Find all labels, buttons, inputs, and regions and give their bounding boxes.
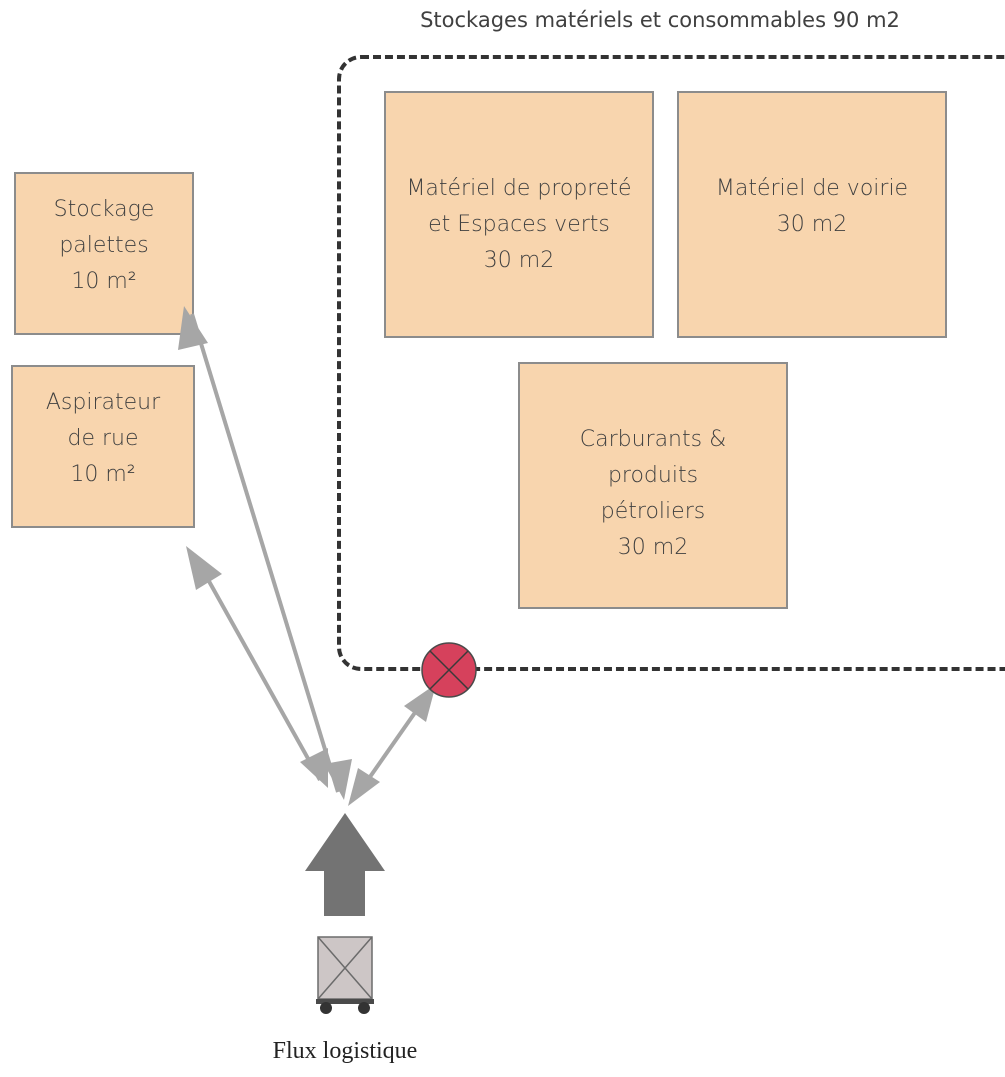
box-label-line: pétroliers [600, 499, 706, 524]
box-label-line: 30 m2 [617, 535, 689, 560]
flux-logistique-caption: Flux logistique [272, 1038, 418, 1064]
box-label-line: Carburants & [579, 427, 727, 452]
box-label-line: 30 m2 [483, 248, 555, 273]
box-label-line: 10 m² [70, 462, 136, 487]
storage-zone-border [337, 55, 1005, 671]
pallet-cart-icon [316, 936, 374, 1014]
main-flow-arrow [305, 813, 385, 916]
box-label-line: produits [607, 463, 699, 488]
flow-arrow-stockage-palettes [178, 306, 352, 800]
box-materiel-proprete: Matériel de propreté et Espaces verts 30… [384, 91, 654, 338]
box-label-line: 10 m² [71, 269, 137, 294]
box-label-line: de rue [67, 426, 139, 451]
box-label-line: et Espaces verts [428, 212, 610, 237]
box-carburants: Carburants & produits pétroliers 30 m2 [518, 362, 788, 609]
storage-zone-title: Stockages matériels et consommables 90 m… [420, 8, 900, 32]
box-aspirateur-de-rue: Aspirateur de rue 10 m² [11, 365, 195, 528]
flow-arrow-aspirateur [186, 546, 328, 788]
box-label-line: palettes [59, 233, 149, 258]
box-label-line: Matériel de propreté [406, 176, 632, 201]
box-label-line: Stockage [53, 197, 155, 222]
box-label-line: Aspirateur [45, 390, 161, 415]
box-materiel-voirie: Matériel de voirie 30 m2 [677, 91, 947, 338]
flow-arrow-access-point [348, 684, 436, 806]
access-point-cross-icon [421, 642, 477, 698]
box-label-line: Matériel de voirie [715, 176, 909, 201]
box-stockage-palettes: Stockage palettes 10 m² [14, 172, 194, 335]
box-label-line: 30 m2 [776, 212, 848, 237]
